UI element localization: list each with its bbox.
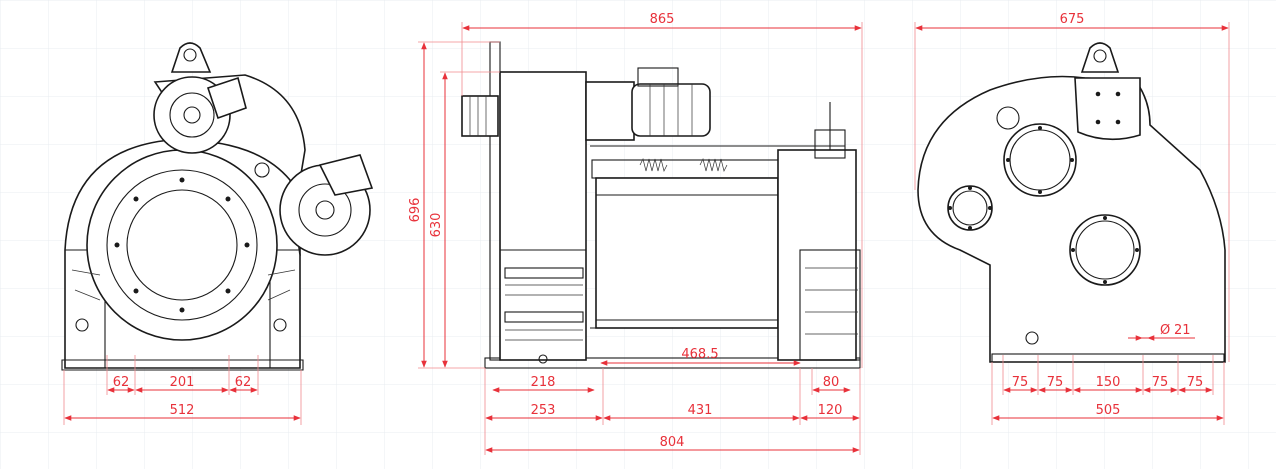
dim-side-696: 696: [408, 198, 423, 223]
dim-side-120: 120: [818, 403, 843, 418]
dim-front-62-right: 62: [235, 375, 252, 390]
dim-rear-21: 21: [1174, 323, 1191, 338]
front-dimensions: 62 201 62 512: [63, 355, 302, 425]
side-dimensions: 865 696 630 468.5 218 80 253 431 120 804: [408, 12, 863, 455]
dim-side-865: 865: [650, 12, 675, 27]
dim-front-62-left: 62: [113, 375, 130, 390]
side-view: [461, 41, 861, 369]
dim-side-431: 431: [688, 403, 713, 418]
dim-rear-505: 505: [1096, 403, 1121, 418]
rear-view: [917, 42, 1226, 363]
dim-rear-75-a: 75: [1012, 375, 1029, 390]
dim-side-80: 80: [823, 375, 840, 390]
dim-side-218: 218: [531, 375, 556, 390]
dim-front-201: 201: [170, 375, 195, 390]
dim-rear-75-c: 75: [1152, 375, 1169, 390]
dim-rear-150: 150: [1096, 375, 1121, 390]
rear-dimensions: 675 Ø 21 75 75 150 75 75 505: [914, 12, 1230, 425]
dim-rear-75-b: 75: [1047, 375, 1064, 390]
dim-side-804: 804: [660, 435, 685, 450]
dim-front-512: 512: [170, 403, 195, 418]
dim-side-630: 630: [429, 213, 444, 238]
dim-side-253: 253: [531, 403, 556, 418]
dim-rear-diameter-symbol: Ø: [1160, 323, 1170, 338]
front-view: [61, 42, 374, 371]
dim-side-468-5: 468.5: [681, 347, 718, 362]
dim-rear-675: 675: [1060, 12, 1085, 27]
dim-rear-75-d: 75: [1187, 375, 1204, 390]
